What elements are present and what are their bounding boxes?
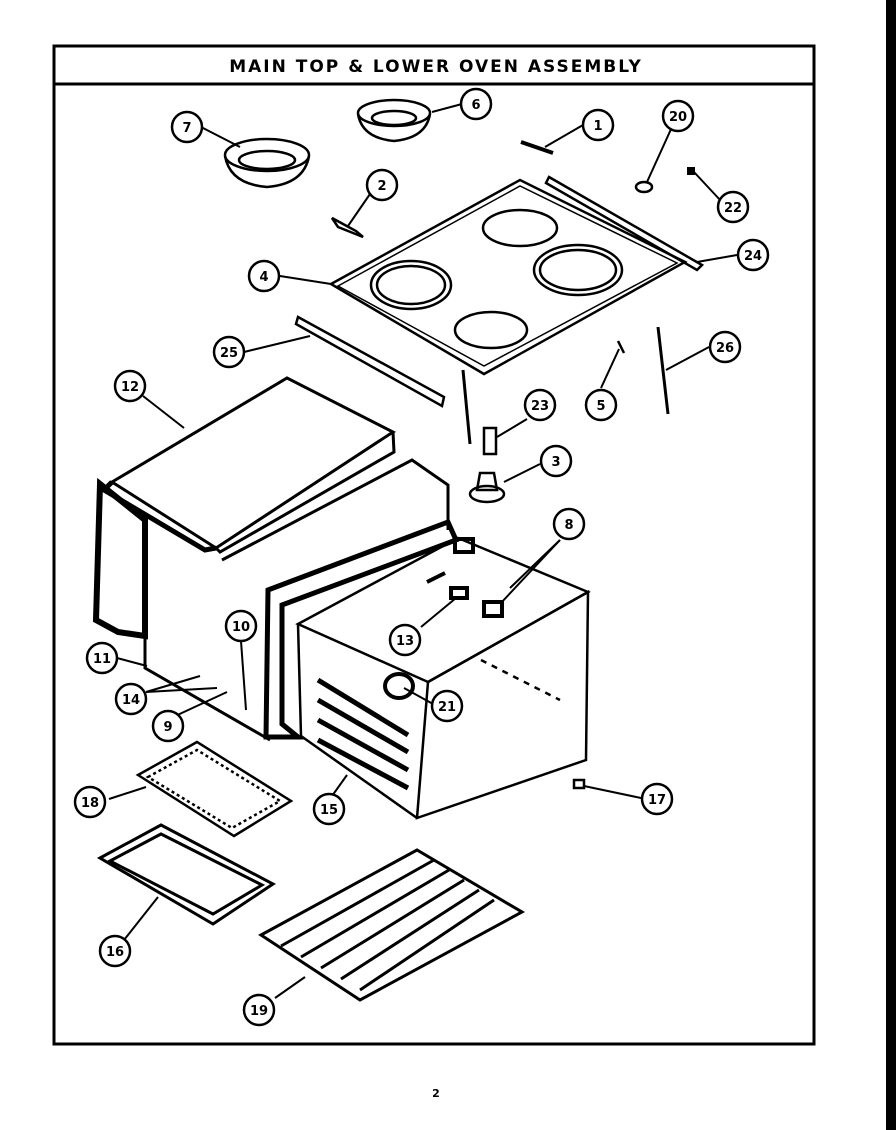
svg-text:2: 2 (377, 179, 386, 194)
main-top (328, 178, 688, 376)
small-clip (572, 778, 586, 790)
leader-lines (108, 103, 738, 999)
sensor-part (482, 426, 498, 456)
side-insulation (92, 458, 450, 742)
callout-21: 21 (430, 689, 464, 723)
svg-text:21: 21 (438, 700, 456, 715)
bracket-part (330, 216, 364, 239)
callout-22: 22 (716, 190, 750, 224)
callout-20: 20 (661, 99, 695, 133)
diagram-frame (52, 0, 896, 1130)
burner-bowl-small (356, 98, 432, 143)
callout-15: 15 (312, 792, 346, 826)
front-trim (294, 315, 446, 408)
svg-text:3: 3 (551, 455, 560, 470)
pin-part (520, 140, 554, 155)
svg-text:20: 20 (669, 110, 687, 125)
svg-text:26: 26 (716, 341, 734, 356)
oven-rack (258, 848, 526, 1002)
callout-16: 16 (98, 934, 132, 968)
callout-10: 10 (224, 609, 258, 643)
svg-text:13: 13 (396, 634, 414, 649)
callout-17: 17 (640, 782, 674, 816)
svg-text:19: 19 (250, 1004, 268, 1019)
svg-text:24: 24 (744, 249, 762, 264)
svg-text:17: 17 (648, 793, 666, 808)
svg-text:16: 16 (106, 945, 124, 960)
callout-3: 3 (539, 444, 573, 478)
svg-text:25: 25 (220, 346, 238, 361)
callout-23: 23 (523, 388, 557, 422)
svg-text:8: 8 (564, 518, 573, 533)
thermostat-part (468, 471, 506, 504)
oven-liner (295, 536, 591, 820)
top-insulation (99, 376, 396, 554)
callout-18: 18 (73, 785, 107, 819)
callout-25: 25 (212, 335, 246, 369)
svg-text:7: 7 (182, 121, 191, 136)
svg-text:1: 1 (593, 119, 602, 134)
callout-5: 5 (584, 388, 618, 422)
svg-text:11: 11 (93, 652, 111, 667)
svg-text:10: 10 (232, 620, 250, 635)
svg-text:23: 23 (531, 399, 549, 414)
callout-24: 24 (736, 238, 770, 272)
broiler-grid (135, 740, 294, 838)
callout-9: 9 (151, 709, 185, 743)
callout-19: 19 (242, 993, 276, 1027)
svg-text:9: 9 (163, 720, 172, 735)
connector-rod (461, 369, 472, 445)
callout-2: 2 (365, 168, 399, 202)
diagram-title: MAIN TOP & LOWER OVEN ASSEMBLY (229, 57, 643, 77)
svg-text:5: 5 (596, 399, 605, 414)
svg-text:14: 14 (122, 693, 140, 708)
callout-14: 14 (114, 682, 148, 716)
rod-part (656, 326, 670, 415)
screw-part (616, 340, 626, 354)
callout-11: 11 (85, 641, 119, 675)
page-number: 2 (432, 1087, 440, 1100)
callout-12: 12 (113, 369, 147, 403)
svg-text:22: 22 (724, 201, 742, 216)
svg-text:12: 12 (121, 380, 139, 395)
callout-1: 1 (581, 108, 615, 142)
clip-part (687, 167, 695, 175)
svg-text:15: 15 (320, 803, 338, 818)
side-trim (544, 175, 705, 272)
callout-7: 7 (170, 110, 204, 144)
rear-insulation (263, 518, 460, 740)
callout-4: 4 (247, 259, 281, 293)
svg-text:18: 18 (81, 796, 99, 811)
svg-text:4: 4 (259, 270, 268, 285)
callout-26: 26 (708, 330, 742, 364)
callout-6: 6 (459, 87, 493, 121)
broiler-pan (96, 823, 276, 926)
callout-13: 13 (388, 623, 422, 657)
callout-8: 8 (552, 507, 586, 541)
grommet-part (634, 180, 654, 194)
burner-bowl-large (223, 137, 311, 189)
svg-text:6: 6 (471, 98, 480, 113)
